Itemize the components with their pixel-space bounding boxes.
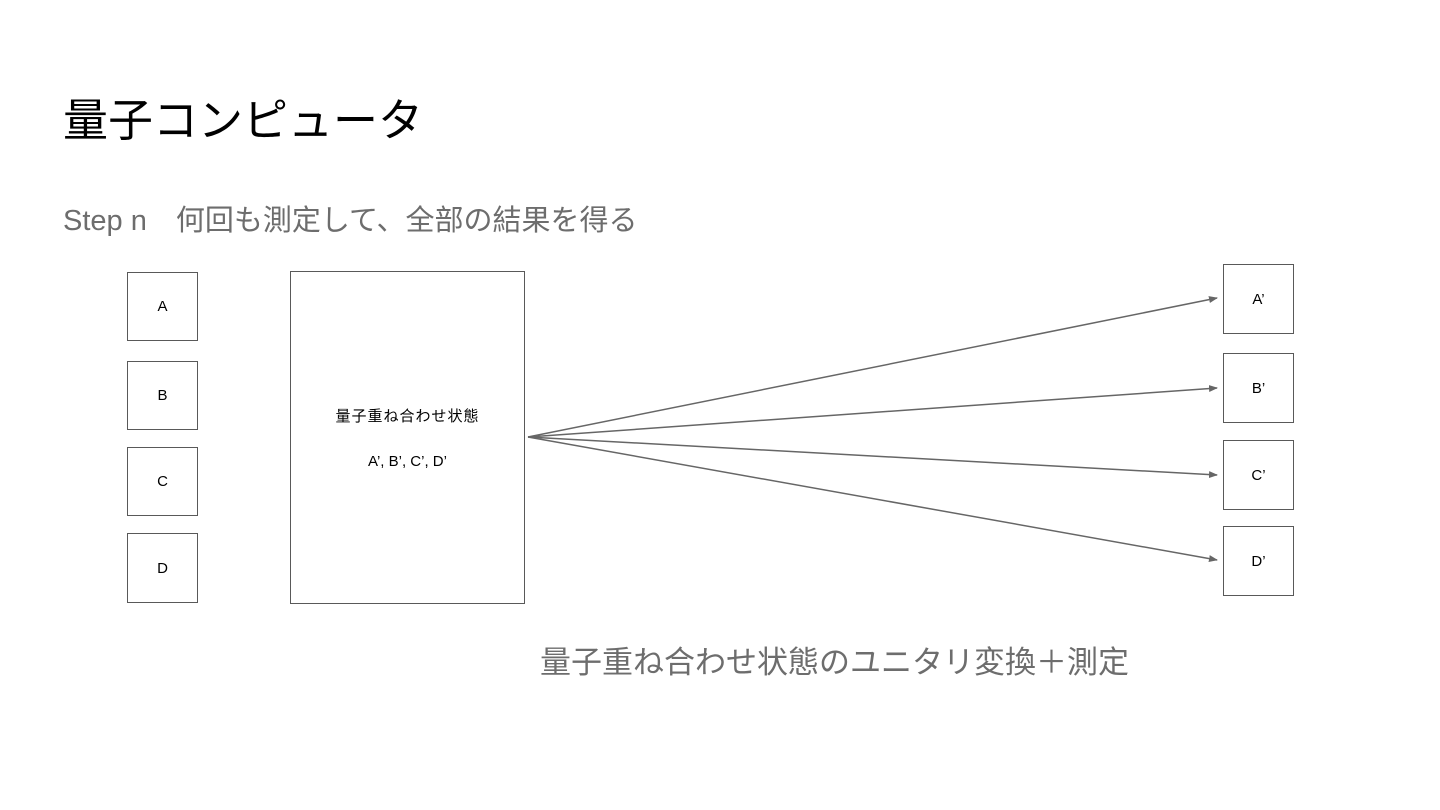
bottom-caption: 量子重ね合わせ状態のユニタリ変換＋測定 <box>540 645 1129 680</box>
output-box-a-prime: A’ <box>1223 264 1294 334</box>
arrow-to-a-prime <box>527 296 1218 438</box>
superposition-box-states: A’, B’, C’, D’ <box>368 453 447 470</box>
arrow-to-b-prime <box>527 385 1218 438</box>
output-box-b-prime: B’ <box>1223 353 1294 423</box>
slide-subtitle: Step n 何回も測定して、全部の結果を得る <box>63 205 638 237</box>
input-box-d: D <box>127 533 198 603</box>
arrow-to-d-prime <box>527 436 1218 563</box>
superposition-box-title: 量子重ね合わせ状態 <box>335 408 480 425</box>
input-box-a: A <box>127 272 198 341</box>
output-box-c-prime: C’ <box>1223 440 1294 510</box>
input-box-c: C <box>127 447 198 516</box>
output-box-d-prime-label: D’ <box>1251 552 1266 570</box>
superposition-box: 量子重ね合わせ状態 A’, B’, C’, D’ <box>290 271 525 604</box>
output-box-c-prime-label: C’ <box>1251 466 1266 484</box>
input-box-a-label: A <box>157 298 168 315</box>
arrow-to-c-prime <box>527 436 1218 479</box>
input-box-c-label: C <box>157 473 168 490</box>
slide-title: 量子コンピュータ <box>63 95 424 146</box>
output-box-a-prime-label: A’ <box>1252 290 1265 308</box>
output-box-d-prime: D’ <box>1223 526 1294 596</box>
output-box-b-prime-label: B’ <box>1251 379 1266 397</box>
input-box-b-label: B <box>157 387 168 404</box>
input-box-d-label: D <box>157 559 168 577</box>
input-box-b: B <box>127 361 198 430</box>
